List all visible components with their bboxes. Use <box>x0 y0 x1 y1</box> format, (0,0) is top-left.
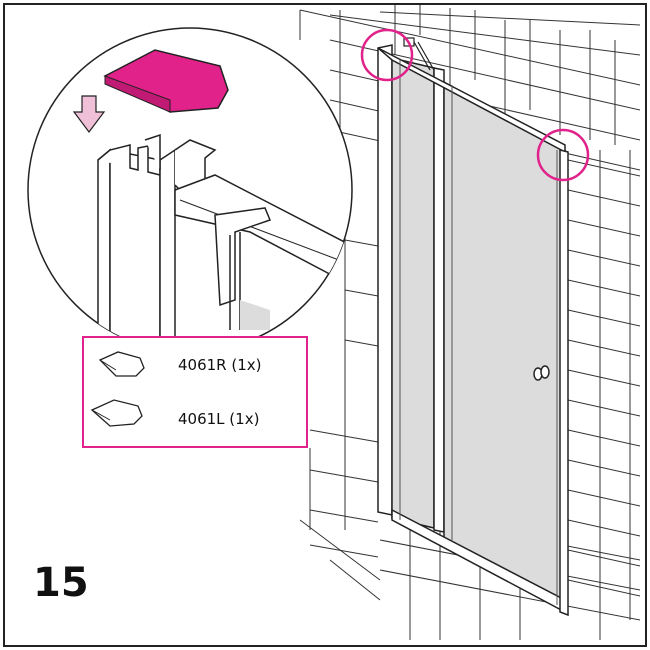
shower-door <box>377 44 569 617</box>
highlight-top-left <box>360 28 414 82</box>
end-cap-right-icon <box>98 351 145 377</box>
detail-zoom <box>27 27 353 353</box>
down-arrow-icon <box>72 95 106 133</box>
highlight-top-right <box>536 128 590 182</box>
panel-border <box>3 3 647 647</box>
wall-tiles <box>299 5 641 640</box>
part-label-4061l: 4061L (1x) <box>178 410 260 428</box>
parts-legend: 4061R (1x) 4061L (1x) <box>82 336 308 448</box>
door-handle-icon <box>533 365 550 381</box>
part-label-4061r: 4061R (1x) <box>178 356 262 374</box>
step-number: 15 <box>33 560 89 606</box>
end-cap-left-icon <box>90 399 143 427</box>
